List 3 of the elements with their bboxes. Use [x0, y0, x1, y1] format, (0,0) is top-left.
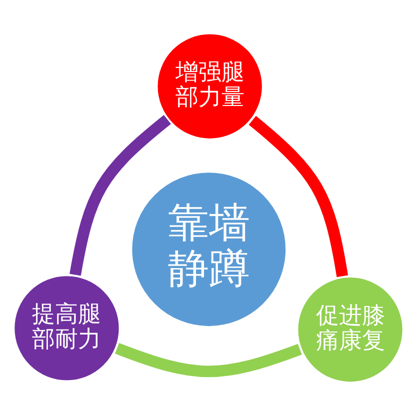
connector	[115, 342, 302, 378]
connector	[70, 115, 172, 276]
connector	[248, 116, 348, 278]
